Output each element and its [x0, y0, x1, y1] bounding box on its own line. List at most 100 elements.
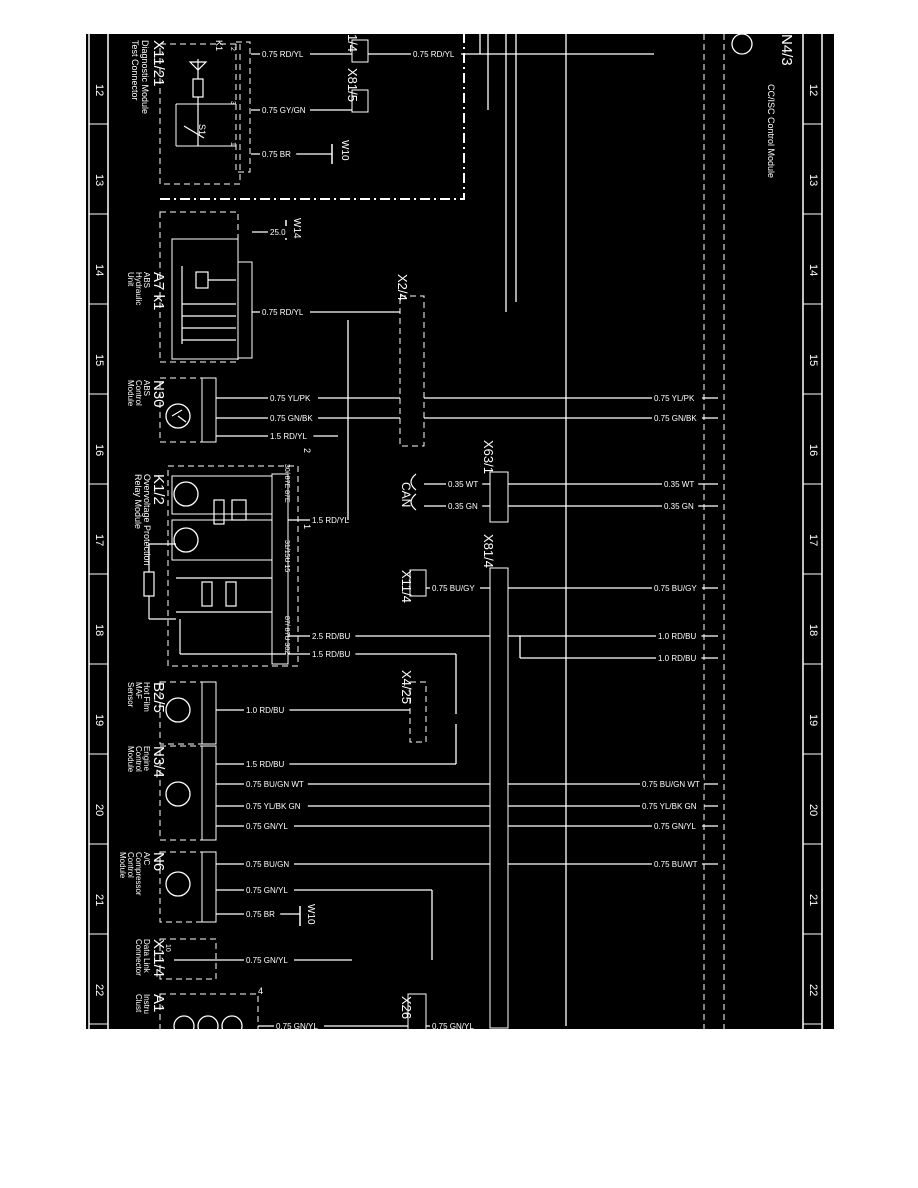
ruler-number: 19: [807, 714, 819, 726]
ruler-number: 21: [807, 894, 819, 906]
svg-text:Module: Module: [126, 746, 135, 773]
svg-text:S1: S1: [197, 124, 207, 135]
connector-x26: X26: [399, 993, 427, 1029]
label-a1: A1: [150, 994, 167, 1012]
svg-text:Hot Film: Hot Film: [142, 682, 151, 712]
svg-text:Module: Module: [118, 852, 127, 879]
wire-label-w_15rdyl1: 1.5 RD/YL: [270, 432, 307, 441]
svg-text:Control: Control: [126, 852, 135, 878]
svg-text:Compressor: Compressor: [134, 852, 143, 896]
wire-label-w_15rdbu1: 1.5 RD/BU: [312, 650, 350, 659]
wire-label-w_rdyl1: 0.75 RD/YL: [262, 50, 304, 59]
label-x11-21: X11/21: [150, 40, 167, 86]
svg-text:X11/4: X11/4: [399, 570, 414, 603]
ruler-number: 16: [807, 444, 819, 456]
svg-text:X26: X26: [399, 996, 414, 1019]
ground-w10-bottom: W10: [299, 904, 316, 926]
wire-label-bg: [411, 48, 461, 60]
wire-label-w_35wt1: 0.35 WT: [448, 480, 478, 489]
wire-label-bg: [268, 412, 318, 424]
ruler-number: 22: [93, 984, 105, 996]
wire-label-bg: [430, 1020, 480, 1029]
wire-label-bg: [662, 478, 699, 490]
svg-text:10: 10: [164, 944, 171, 952]
component-b2-5: B2/5 Hot Film MAF Sensor: [126, 681, 217, 745]
svg-text:87/ 87U 30Z: 87/ 87U 30Z: [283, 616, 290, 655]
svg-text:31/15U 15: 31/15U 15: [283, 540, 290, 572]
wire-label-w_gnbk2: 0.75 GN/BK: [654, 414, 697, 423]
wire-label-bg: [244, 704, 290, 716]
ruler-number: 12: [93, 84, 105, 96]
connector-x81-4: X81/4: [481, 534, 509, 1029]
connector-x4-25: X4/25: [399, 670, 427, 743]
label-x11-21-l1: Diagnostic Module: [140, 40, 150, 114]
ruler-number: 20: [807, 804, 819, 816]
svg-text:ABS: ABS: [142, 380, 151, 396]
wire-label-bg: [244, 884, 294, 896]
component-n4-3: N4/3 CC/ISC Control Module: [731, 34, 795, 178]
connector-x63-1: X63/1 CAN: [399, 440, 509, 523]
wire-label-w_25rdbu: 2.5 RD/BU: [312, 632, 350, 641]
ruler-number: 18: [807, 624, 819, 636]
ruler-number: 17: [93, 534, 105, 546]
wire-label-w_ylpk2: 0.75 YL/PK: [654, 394, 695, 403]
svg-text:4: 4: [258, 986, 263, 996]
wire-label-w_10rdbu1: 1.0 RD/BU: [658, 632, 696, 641]
label-n3-4: N3/4: [150, 746, 167, 778]
wire-label-w_ylbkgn2: 0.75 YL/BK GN: [642, 802, 697, 811]
wire-label-w_10rdbu2: 1.0 RD/BU: [658, 654, 696, 663]
svg-text:W14: W14: [291, 218, 302, 239]
component-n6: N6 A/C Compressor Control Module: [118, 851, 217, 923]
wire-label-bg: [268, 226, 291, 238]
wire-label-bg: [274, 1020, 324, 1029]
svg-text:2: 2: [229, 47, 236, 51]
wire-label-w_bugy1: 0.75 BU/GY: [432, 584, 475, 593]
svg-text:CC/ISC Control Module: CC/ISC Control Module: [766, 84, 776, 178]
svg-text:X81/4: X81/4: [481, 534, 496, 568]
connector-x81-5: 1/4 X81/5: [345, 34, 369, 113]
wire-label-bg: [310, 514, 356, 526]
wire-label-bg: [244, 820, 294, 832]
component-n30: N30 ABS Control Module: [126, 377, 217, 443]
svg-text:2: 2: [302, 448, 312, 453]
svg-text:ABS: ABS: [142, 272, 151, 288]
wire-label-w_35gn1: 0.35 GN: [448, 502, 478, 511]
component-k1-2: K1/2 Overvoltage Protection Relay Module…: [133, 448, 312, 667]
wire-label-bg: [310, 630, 356, 642]
svg-text:W10: W10: [305, 904, 316, 925]
wire-label-w_bugy2: 0.75 BU/GY: [654, 584, 697, 593]
wire-label-bg: [656, 630, 702, 642]
wire-label-bg: [260, 148, 297, 160]
wire-label-bg: [260, 104, 310, 116]
svg-text:Data Link: Data Link: [142, 939, 151, 974]
svg-text:Relay Module: Relay Module: [133, 474, 143, 529]
label-a7: A7 k1: [150, 272, 167, 310]
svg-text:1/4: 1/4: [345, 34, 360, 52]
component-n3-4: N3/4 Engine Control Module: [126, 745, 217, 841]
wire-label-bg: [652, 858, 702, 870]
svg-text:Unit: Unit: [126, 272, 135, 287]
wire-label-bg: [244, 908, 281, 920]
wire-label-w_gnyl5: 0.75 GN/YL: [276, 1022, 318, 1029]
svg-text:Instru: Instru: [142, 994, 151, 1014]
wire-label-w_buwt: 0.75 BU/WT: [654, 860, 698, 869]
svg-text:Hydraulic: Hydraulic: [134, 272, 143, 305]
ruler-number: 15: [807, 354, 819, 366]
wire-label-bg: [662, 500, 699, 512]
label-k1-2: K1/2: [150, 474, 167, 505]
wire-label-w_bugnwt1: 0.75 BU/GN WT: [246, 780, 304, 789]
svg-text:Overvoltage Protection: Overvoltage Protection: [142, 474, 152, 566]
label-n6: N6: [150, 852, 167, 871]
ruler-number: 17: [807, 534, 819, 546]
component-a7: A7 k1 ABS Hydraulic Unit: [126, 211, 253, 363]
wire-label-w_br1: 0.75 BR: [262, 150, 291, 159]
wire-label-w_rdyl3: 0.75 RD/YL: [262, 308, 304, 317]
connector-x2-4: X2/4: [395, 274, 425, 447]
component-x11-21: X11/21 Diagnostic Module Test Connector …: [130, 40, 251, 185]
ruler-number: 21: [93, 894, 105, 906]
ground-w10-top: W10: [331, 140, 350, 164]
